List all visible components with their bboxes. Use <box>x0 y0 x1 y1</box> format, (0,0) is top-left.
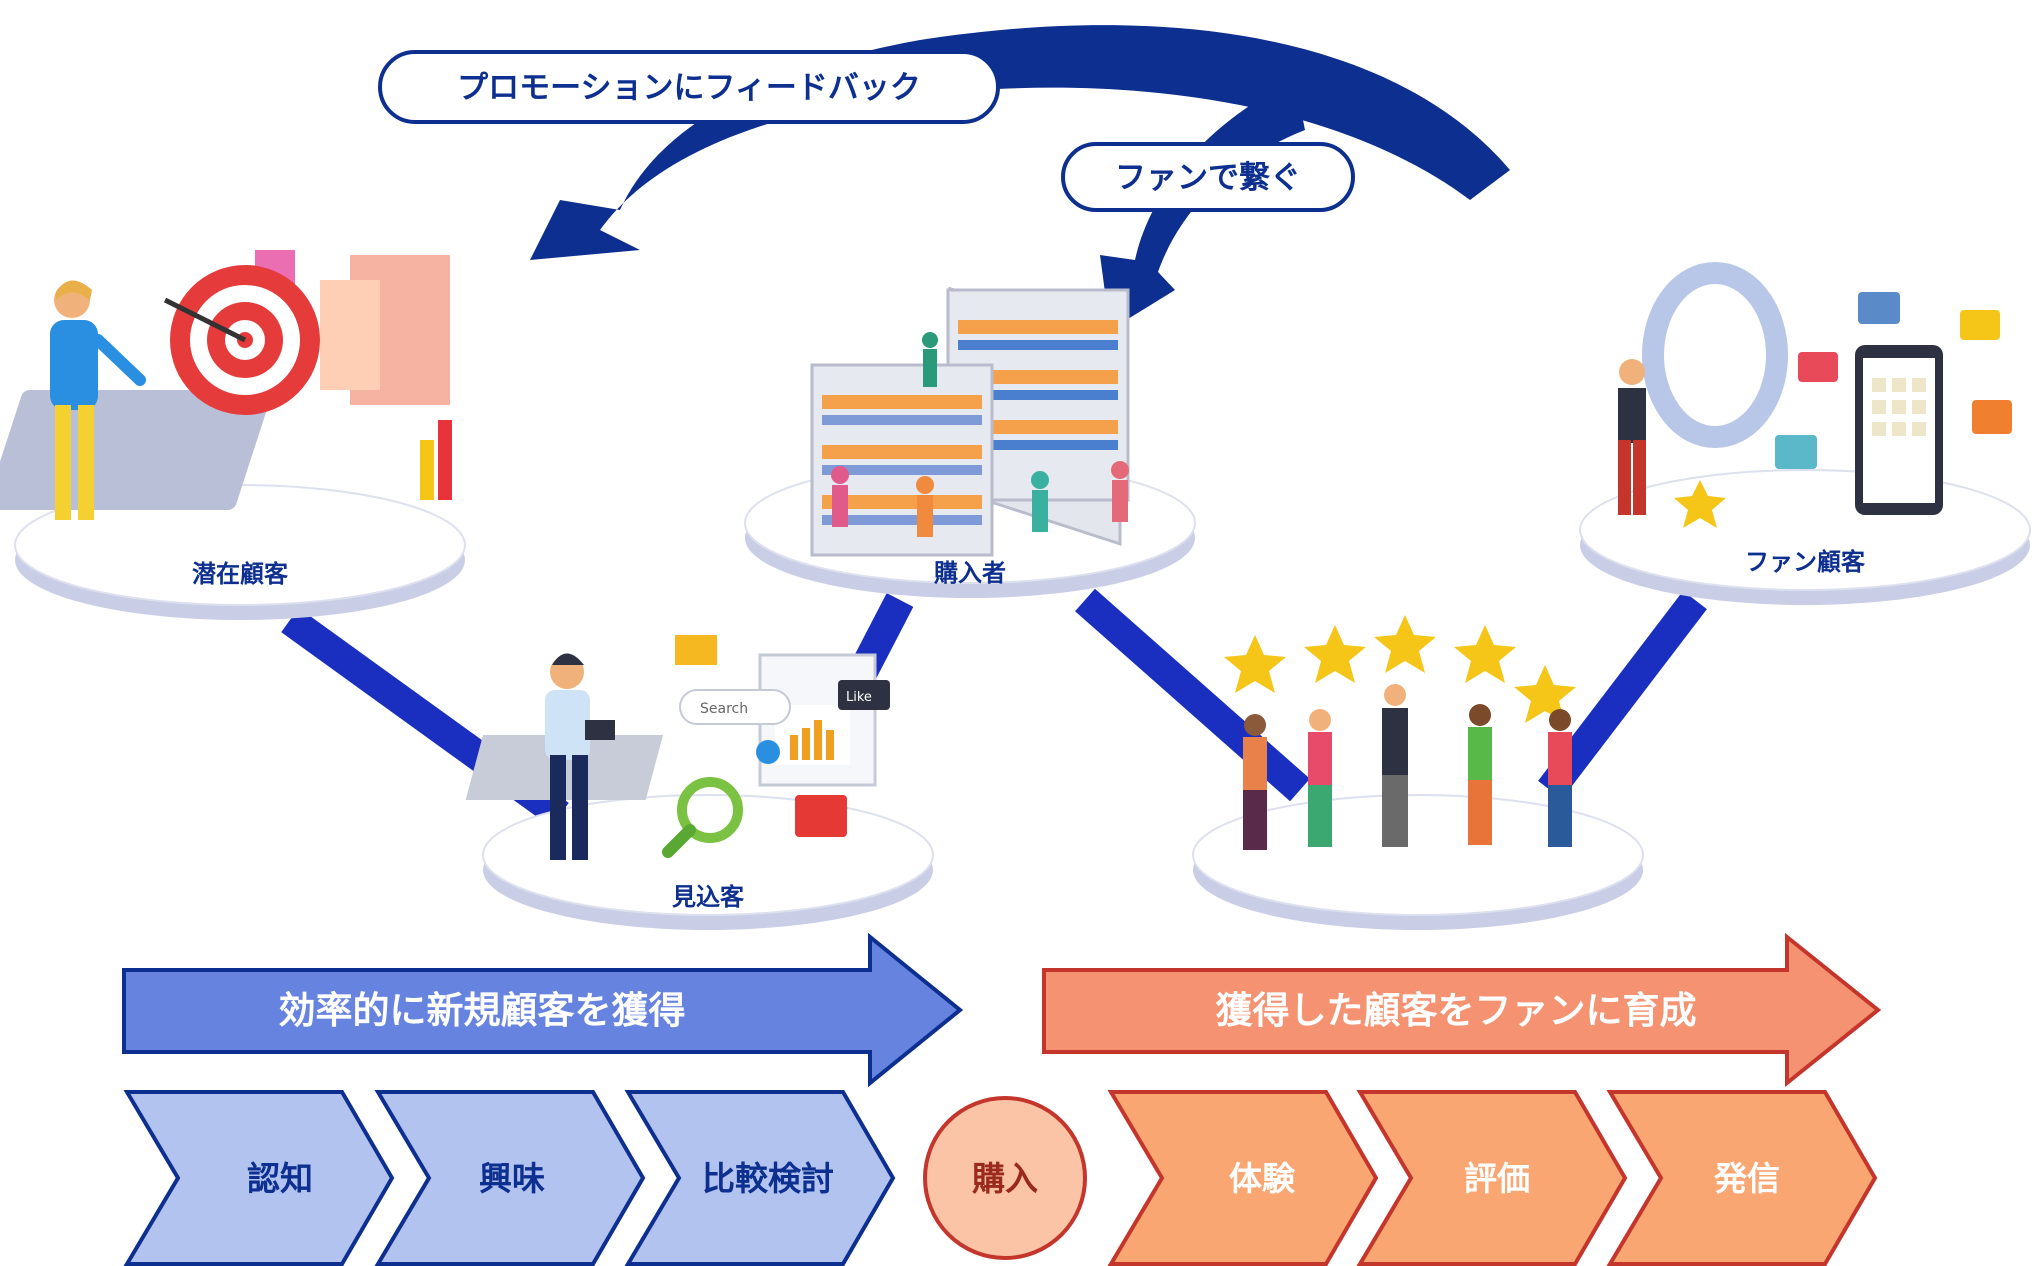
svg-text:ファンで繋ぐ: ファンで繋ぐ <box>1115 160 1301 196</box>
svg-text:獲得した顧客をファンに育成: 獲得した顧客をファンに育成 <box>1216 989 1697 1032</box>
svg-text:認知: 認知 <box>247 1159 313 1198</box>
stage-label-prospect: 見込客 <box>672 883 745 911</box>
star-icon <box>1674 480 1726 528</box>
svg-text:興味: 興味 <box>479 1159 545 1198</box>
platform-experience <box>1192 794 1644 930</box>
step-experience: 体験 <box>1107 1090 1379 1266</box>
prospect-illustration: Search Like <box>465 635 890 860</box>
svg-text:Like: Like <box>846 690 872 705</box>
svg-text:購入: 購入 <box>972 1159 1038 1198</box>
latent-person <box>50 280 146 520</box>
smartphone-icon <box>1855 345 1943 515</box>
star-icons <box>1224 615 1576 723</box>
profile-icon <box>1775 435 1817 469</box>
mail-icon <box>675 635 717 665</box>
shoppers <box>831 332 1129 537</box>
step-purchase: 購入 <box>923 1096 1087 1260</box>
fan-person <box>1618 359 1646 515</box>
step-comparison: 比較検討 <box>624 1090 896 1266</box>
svg-text:プロモーションにフィードバック: プロモーションにフィードバック <box>457 70 921 106</box>
svg-text:評価: 評価 <box>1464 1159 1530 1198</box>
step-sharing: 発信 <box>1606 1090 1878 1266</box>
stage-label-latent: 潜在顧客 <box>192 560 289 588</box>
prospect-person <box>545 653 615 860</box>
magnifier-icon <box>677 777 743 843</box>
fan-illustration <box>1618 262 2012 528</box>
banner-acquire: 効率的に新規顧客を獲得 <box>122 932 964 1088</box>
step-evaluation: 評価 <box>1356 1090 1628 1266</box>
platform-latent <box>14 484 466 620</box>
svg-text:体験: 体験 <box>1229 1159 1296 1198</box>
experience-illustration <box>1224 615 1576 850</box>
svg-text:Search: Search <box>700 701 748 717</box>
video-icon <box>795 795 847 837</box>
fan-link-label: ファンで繋ぐ <box>1061 142 1355 212</box>
latent-illustration <box>0 250 452 520</box>
platform-fan <box>1579 469 2031 605</box>
step-interest: 興味 <box>374 1090 646 1266</box>
share-icon <box>1972 400 2012 434</box>
chat-icon <box>1960 310 2000 340</box>
step-awareness: 認知 <box>123 1090 395 1266</box>
svg-text:比較検討: 比較検討 <box>702 1159 834 1198</box>
svg-text:効率的に新規顧客を獲得: 効率的に新規顧客を獲得 <box>279 989 686 1032</box>
stage-label-fan: ファン顧客 <box>1745 548 1866 576</box>
search-icon <box>756 740 780 764</box>
search-bar <box>679 689 791 725</box>
promotion-feedback-label: プロモーションにフィードバック <box>378 50 1000 124</box>
heart-icon <box>1798 352 1838 382</box>
buyer-illustration <box>810 286 1130 557</box>
banner-nurture: 獲得した顧客をファンに育成 <box>1042 932 1882 1088</box>
like-icon <box>1858 292 1900 324</box>
svg-text:発信: 発信 <box>1714 1159 1780 1198</box>
happy-people <box>1243 684 1572 850</box>
like-bubble: Like <box>838 680 890 710</box>
stage-label-buyer: 購入者 <box>934 559 1006 587</box>
